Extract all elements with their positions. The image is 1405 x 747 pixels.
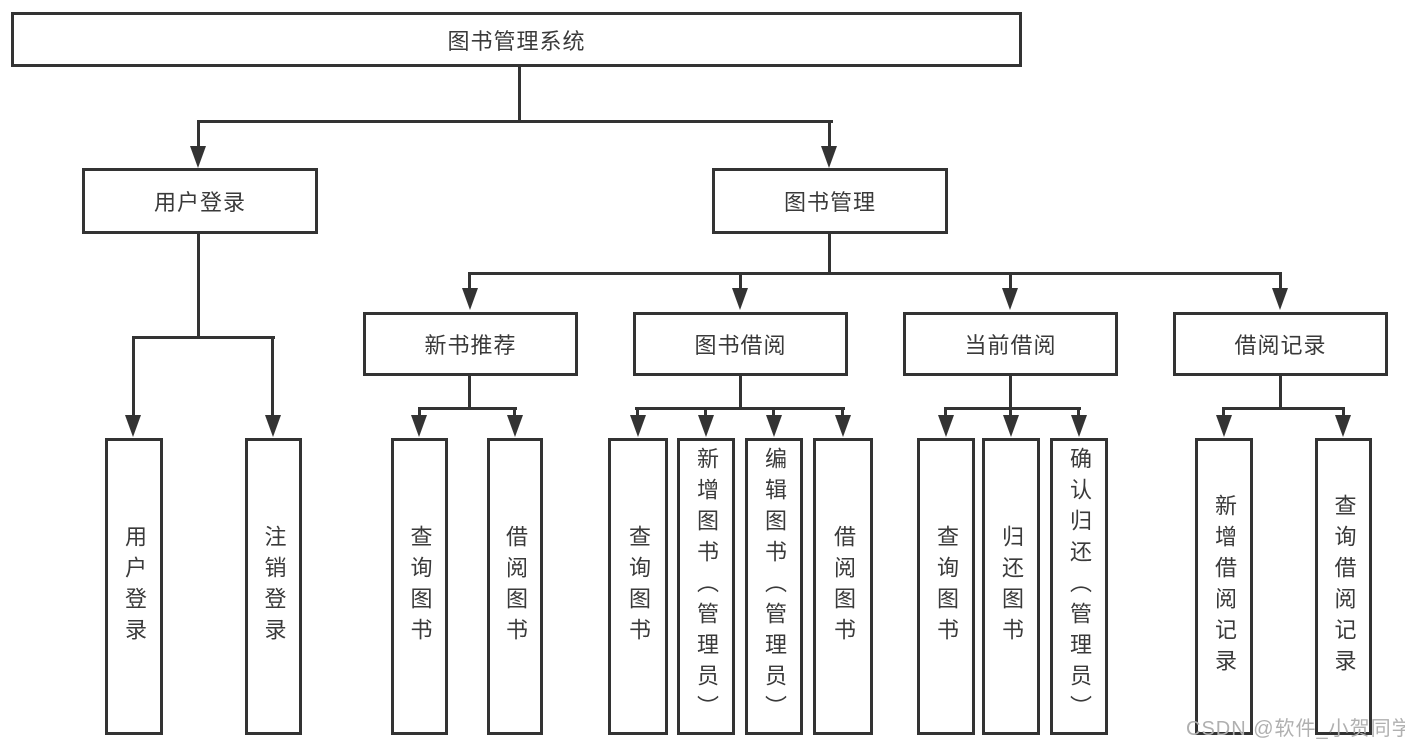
node-new-book-recommend-label: 新书推荐: [424, 333, 517, 358]
arrow-down-icon: [938, 415, 954, 437]
connector-line: [635, 407, 845, 410]
connector-line: [841, 407, 844, 421]
connector-line: [828, 120, 831, 150]
leaf-recommend-query-books-label: 查询图书: [407, 524, 433, 649]
connector-line: [418, 407, 517, 410]
node-book-management-label: 图书管理: [783, 190, 876, 215]
arrow-down-icon: [1216, 415, 1232, 437]
connector-line: [1009, 407, 1012, 421]
leaf-borrowing-query-books-label: 查询图书: [626, 524, 651, 649]
leaf-recommend-borrow-books: 借阅图书: [487, 438, 543, 735]
connector-line: [468, 375, 471, 410]
leaf-current-query-books-label: 查询图书: [934, 524, 959, 649]
node-user-login: 用户登录: [82, 168, 318, 234]
arrow-down-icon: [190, 146, 206, 168]
connector-line: [1222, 407, 1345, 410]
connector-line: [132, 336, 275, 339]
arrow-down-icon: [1071, 415, 1087, 437]
connector-line: [739, 375, 742, 410]
node-current-borrowing-label: 当前借阅: [964, 333, 1057, 358]
connector-line: [418, 407, 421, 421]
node-root-label: 图书管理系统: [447, 28, 586, 54]
leaf-borrowing-edit-book-admin-label: 编辑图书（管理员）: [762, 447, 787, 726]
arrow-down-icon: [125, 415, 141, 437]
arrow-down-icon: [1003, 415, 1019, 437]
connector-line: [704, 407, 707, 421]
node-new-book-recommend: 新书推荐: [363, 312, 578, 376]
leaf-borrowing-add-book-admin-label: 新增图书（管理员）: [694, 447, 719, 726]
leaf-user-login: 用户登录: [105, 438, 163, 735]
leaf-borrowing-borrow-books-label: 借阅图书: [831, 524, 856, 649]
connector-line: [513, 407, 516, 421]
connector-line: [197, 233, 200, 339]
connector-line: [271, 336, 274, 418]
connector-line: [1009, 272, 1012, 292]
arrow-down-icon: [265, 415, 281, 437]
connector-line: [1077, 407, 1080, 421]
node-current-borrowing: 当前借阅: [903, 312, 1118, 376]
leaf-current-return-books-label: 归还图书: [999, 524, 1024, 649]
connector-line: [1279, 272, 1282, 292]
connector-line: [197, 120, 200, 150]
connector-line: [772, 407, 775, 421]
arrow-down-icon: [698, 415, 714, 437]
leaf-logout-login: 注销登录: [245, 438, 302, 735]
connector-line: [1279, 375, 1282, 410]
connector-line: [1009, 375, 1012, 410]
leaf-logout-login-label: 注销登录: [261, 524, 287, 649]
node-book-management: 图书管理: [712, 168, 948, 234]
leaf-recommend-borrow-books-label: 借阅图书: [503, 524, 528, 649]
node-root: 图书管理系统: [11, 12, 1022, 67]
leaf-current-return-books: 归还图书: [982, 438, 1040, 735]
connector-line: [1222, 407, 1225, 421]
arrow-down-icon: [835, 415, 851, 437]
leaf-records-add-record-label: 新增借阅记录: [1212, 493, 1237, 680]
arrow-down-icon: [411, 415, 427, 437]
leaf-records-query-record: 查询借阅记录: [1315, 438, 1372, 735]
connector-line: [468, 272, 1282, 275]
node-borrowing-records: 借阅记录: [1173, 312, 1388, 376]
leaf-current-confirm-return-admin-label: 确认归还（管理员）: [1067, 447, 1092, 726]
watermark: CSDN @软件_小贺同学: [1186, 718, 1405, 740]
leaf-user-login-label: 用户登录: [122, 524, 147, 649]
node-book-borrowing-label: 图书借阅: [694, 333, 787, 358]
connector-line: [468, 272, 471, 292]
node-user-login-label: 用户登录: [153, 190, 246, 215]
connector-line: [197, 120, 833, 123]
node-book-borrowing: 图书借阅: [633, 312, 848, 376]
connector-line: [944, 407, 1081, 410]
arrow-down-icon: [507, 415, 523, 437]
connector-line: [944, 407, 947, 421]
leaf-records-query-record-label: 查询借阅记录: [1331, 493, 1357, 680]
arrow-down-icon: [732, 288, 748, 310]
connector-line: [1342, 407, 1345, 421]
arrow-down-icon: [630, 415, 646, 437]
arrow-down-icon: [1335, 415, 1351, 437]
connector-line: [636, 407, 639, 421]
leaf-borrowing-edit-book-admin: 编辑图书（管理员）: [745, 438, 803, 735]
leaf-borrowing-query-books: 查询图书: [608, 438, 668, 735]
connector-line: [828, 233, 831, 275]
leaf-current-query-books: 查询图书: [917, 438, 975, 735]
leaf-recommend-query-books: 查询图书: [391, 438, 448, 735]
connector-line: [739, 272, 742, 292]
connector-line: [518, 66, 521, 123]
arrow-down-icon: [462, 288, 478, 310]
arrow-down-icon: [766, 415, 782, 437]
leaf-current-confirm-return-admin: 确认归还（管理员）: [1050, 438, 1108, 735]
arrow-down-icon: [1002, 288, 1018, 310]
leaf-records-add-record: 新增借阅记录: [1195, 438, 1253, 735]
leaf-borrowing-borrow-books: 借阅图书: [813, 438, 873, 735]
leaf-borrowing-add-book-admin: 新增图书（管理员）: [677, 438, 735, 735]
arrow-down-icon: [1272, 288, 1288, 310]
node-borrowing-records-label: 借阅记录: [1234, 333, 1327, 358]
connector-line: [132, 336, 135, 418]
arrow-down-icon: [821, 146, 837, 168]
